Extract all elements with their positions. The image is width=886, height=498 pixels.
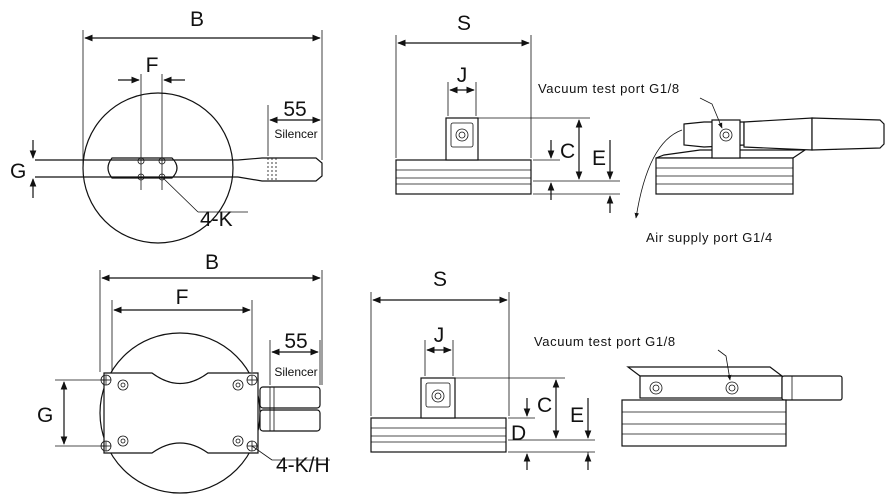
bottom-iso-view: Vacuum test port G1/8 [534,334,843,447]
iso-silencer [743,117,813,151]
dim-E-label: E [570,404,584,427]
silencer-label: Silencer [274,365,317,379]
iso-flange-body [639,375,783,399]
top-side-view: S J C E [395,12,620,213]
top-iso-view: Vacuum test port G1/8 Air supply port G1… [538,81,885,245]
bottom-side-view: S J C D E [370,268,595,470]
dim-E-label: E [592,147,606,170]
air-port-label: Air supply port G1/4 [646,230,773,245]
dim-B-label: B [205,251,219,274]
air-port-leader [634,129,683,219]
iso-ejector-block [711,119,741,159]
dim-55-label: 55 [284,330,307,353]
vacuum-port-leader [717,349,732,381]
dim-F-label: F [176,286,189,309]
top-plan-view: B F G 55 Silencer 4-K [10,8,323,244]
bottom-plan-view: B F G 55 Silencer 4-K/H [37,251,330,494]
dim-D-label: D [511,422,526,445]
hole-leader [251,445,273,461]
pad-body [395,159,532,195]
dim-S-label: S [433,268,447,291]
dim-S-label: S [457,12,471,35]
hole-label: 4-K/H [276,454,330,477]
ejector-tube-upper [259,386,321,409]
dim-G-label: G [37,404,53,427]
flange-plate [103,372,259,454]
silencer-tube [237,157,323,182]
dim-B-label: B [190,8,204,31]
vacuum-port-label: Vacuum test port G1/8 [534,334,676,349]
vacuum-port-label: Vacuum test port G1/8 [538,81,680,96]
dim-C-label: C [537,394,552,417]
dim-J-label: J [434,324,445,347]
hole-leader [162,177,199,213]
pad-body [370,417,507,453]
ejector-tube-lower [259,409,321,432]
vacuum-port-leader [699,97,723,129]
dim-C-label: C [560,140,575,163]
dim-F-label: F [146,54,159,77]
iso-pad-body [621,399,787,447]
iso-ejector-tube [781,375,843,401]
dim-55-label: 55 [283,98,306,121]
mounting-block [107,157,178,179]
iso-flange-top [626,366,784,377]
dim-G-label: G [10,160,26,183]
hole-label: 4-K [200,208,233,231]
silencer-label: Silencer [274,127,317,141]
ejector-block [420,377,456,419]
dim-J-label: J [457,64,468,87]
